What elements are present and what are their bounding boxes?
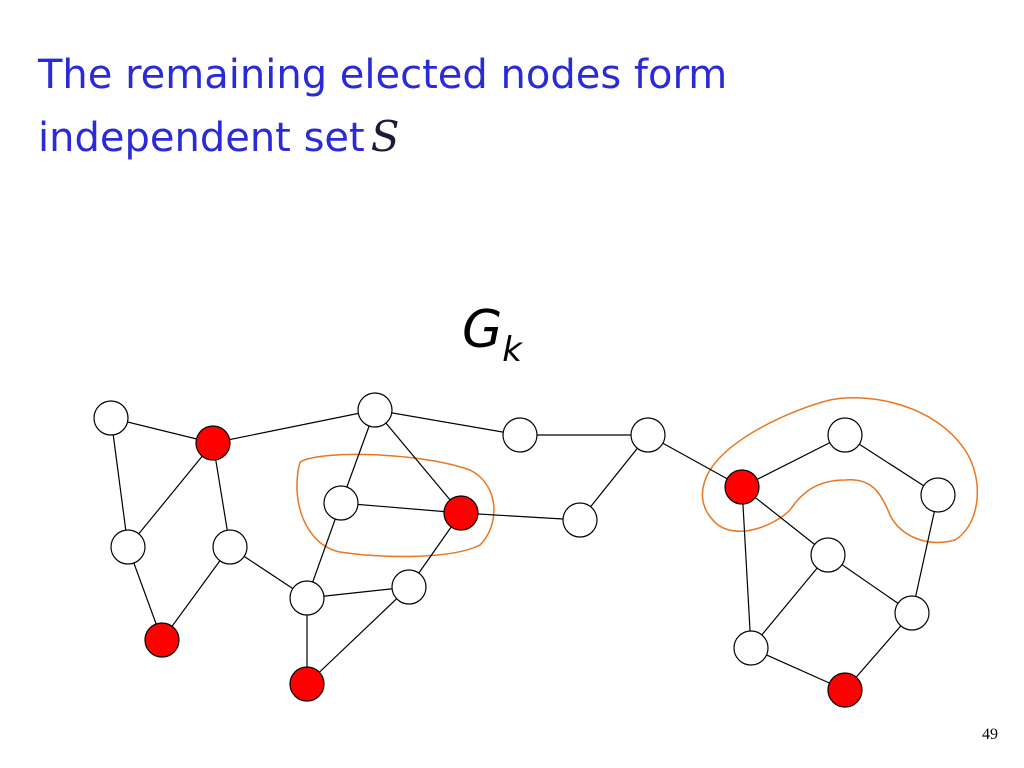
graph-nodes (93, 392, 956, 708)
edge-n16-n20 (741, 486, 752, 649)
graph-label: Gk (462, 300, 522, 370)
node-n17 (920, 477, 956, 513)
node-n7 (323, 485, 359, 521)
edge-n2-n3 (127, 442, 214, 548)
page-number: 49 (982, 726, 998, 743)
edge-n7-n8 (340, 502, 462, 514)
node-n1 (93, 400, 129, 436)
edge-n16-n15 (741, 434, 846, 488)
slide-title: The remaining elected nodes form indepen… (38, 44, 938, 169)
node-n3 (110, 529, 146, 565)
selected-node-n16 (724, 469, 760, 505)
edge-n16-n18 (741, 486, 829, 556)
selected-node-n2 (195, 425, 231, 461)
graph-name: G (462, 300, 503, 360)
node-n19 (894, 595, 930, 631)
highlight-outlines (296, 397, 978, 558)
edge-n6-n8 (374, 409, 462, 514)
selected-node-n5 (144, 622, 180, 658)
highlight-outline-right (701, 397, 978, 544)
selected-node-n12 (289, 666, 325, 702)
edge-n15-n17 (844, 434, 939, 496)
title-line-1: The remaining elected nodes form (38, 52, 728, 98)
edge-n2-n6 (212, 409, 376, 444)
edge-n8-n13 (460, 512, 581, 521)
node-n9 (502, 417, 538, 453)
node-n20 (733, 630, 769, 666)
title-line-2-text: independent set (38, 115, 365, 161)
node-n18 (810, 537, 846, 573)
node-n14 (630, 417, 666, 453)
highlight-outline-left (296, 453, 495, 558)
selected-node-n22 (827, 672, 863, 708)
node-n6 (357, 392, 393, 428)
edge-n17-n19 (911, 494, 939, 614)
node-n10 (289, 580, 325, 616)
selected-node-n8 (443, 495, 479, 531)
independent-set-variable: S (370, 112, 400, 161)
edge-n4-n5 (161, 546, 231, 641)
graph-subscript: k (502, 330, 522, 370)
edge-n1-n3 (110, 417, 129, 548)
node-n11 (391, 569, 427, 605)
edge-n18-n20 (750, 554, 829, 649)
edge-n14-n16 (647, 434, 743, 488)
node-n15 (827, 417, 863, 453)
node-n4 (212, 529, 248, 565)
node-n13 (562, 502, 598, 538)
edge-n14-n13 (579, 434, 649, 521)
edge-n12-n11 (306, 586, 410, 685)
edge-n6-n9 (374, 409, 521, 436)
